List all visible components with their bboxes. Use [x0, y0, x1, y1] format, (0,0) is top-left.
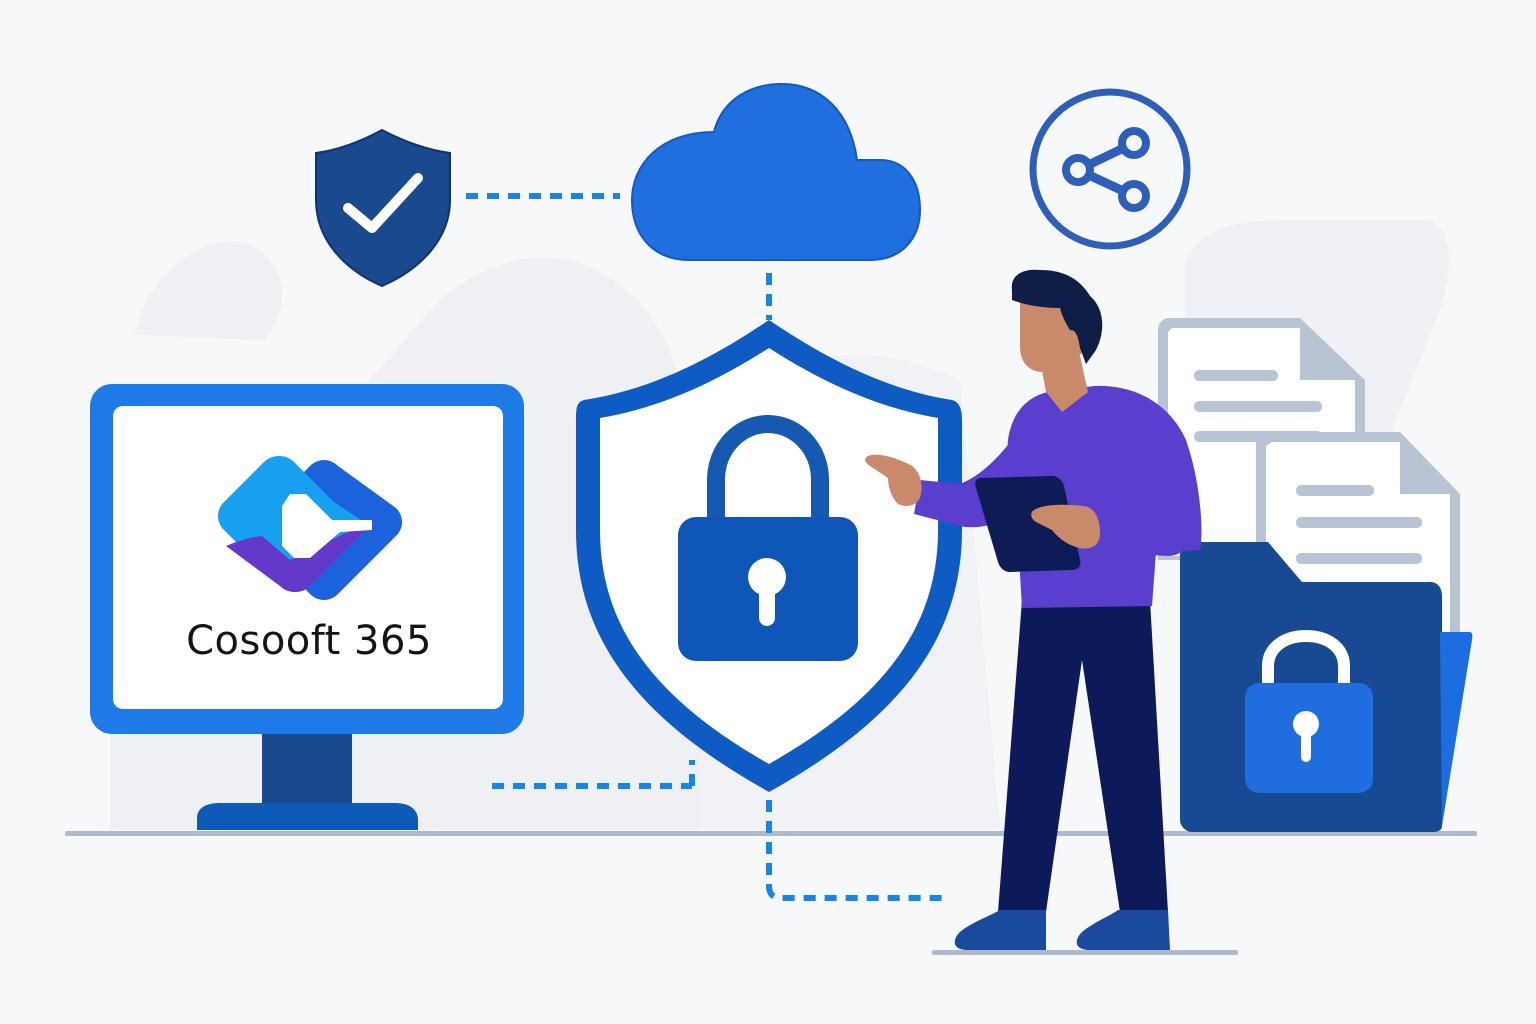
brand-logo-icon — [218, 456, 402, 600]
share-icon — [1029, 88, 1191, 250]
person-shoe-left — [954, 910, 1046, 950]
brand-name-label: Cosooft 365 — [186, 618, 432, 664]
cloud-icon — [630, 82, 922, 261]
person-figure — [865, 269, 1202, 950]
monitor-base — [197, 803, 418, 830]
monitor-stand — [262, 728, 352, 804]
person-hair — [1011, 269, 1103, 364]
person-pants — [998, 600, 1168, 912]
person-shoe-right — [1076, 910, 1170, 950]
locked-folder-icon — [1180, 542, 1473, 832]
person-hand-right — [1031, 504, 1100, 549]
dashed-connectors — [466, 193, 950, 901]
shield-check-icon — [315, 128, 451, 288]
person-arm-right — [1094, 460, 1187, 556]
person-hand-pointing — [865, 454, 922, 506]
floor-line-short — [932, 950, 1238, 955]
tablet-icon — [975, 476, 1081, 572]
shield-lock-icon — [576, 320, 962, 792]
